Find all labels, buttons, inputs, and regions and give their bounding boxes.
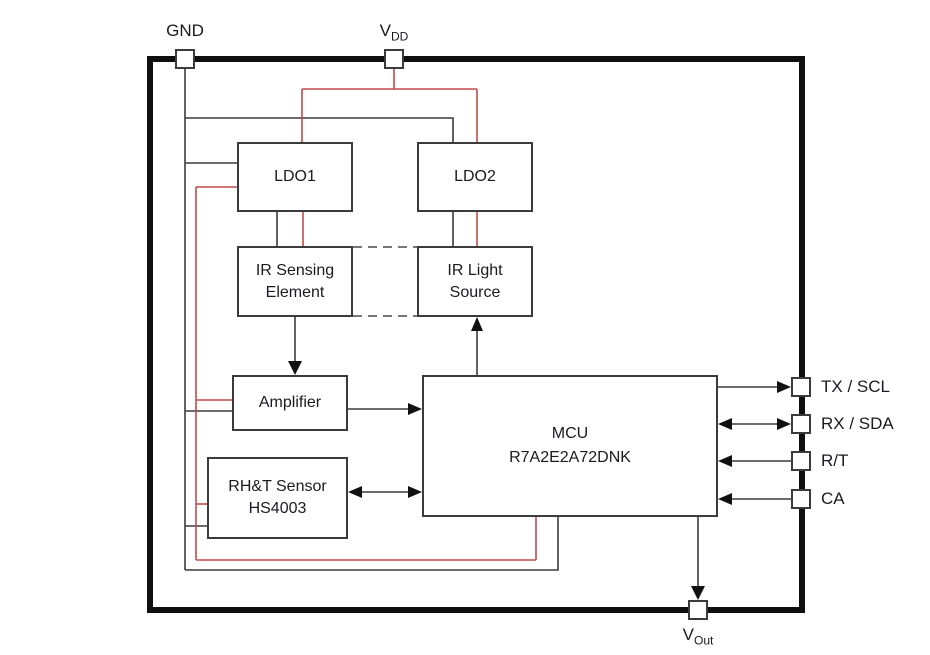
- arrow-left-rht: [348, 486, 362, 498]
- dashed-link: [353, 246, 417, 317]
- block-ldo2-label: LDO2: [454, 168, 496, 185]
- pin-vout-main: V: [682, 625, 694, 644]
- pin-vout-label: VOut: [668, 625, 728, 647]
- arrow-right-tx: [777, 381, 791, 393]
- block-mcu: MCU R7A2E2A72DNK: [422, 375, 718, 517]
- pin-rx-sda-text: RX / SDA: [821, 414, 894, 433]
- block-ldo2: LDO2: [417, 142, 533, 212]
- arrow-up-ir-light: [471, 317, 483, 331]
- arrow-left-rt-mcu: [718, 455, 732, 467]
- block-ir-sensing-line2: Element: [265, 283, 325, 301]
- block-ldo1-label: LDO1: [274, 168, 316, 185]
- block-rht-sensor: RH&T Sensor HS4003: [207, 457, 348, 539]
- pin-ca-text: CA: [821, 489, 845, 508]
- pin-tx-scl: [791, 377, 811, 397]
- pin-rt-text: R/T: [821, 451, 849, 470]
- block-amplifier: Amplifier: [232, 375, 348, 431]
- pin-vdd: [384, 49, 404, 69]
- arrow-right-rx-pin: [777, 418, 791, 430]
- power-net-wires: [195, 69, 537, 561]
- pin-tx-scl-text: TX / SCL: [821, 377, 890, 396]
- block-ir-light-line1: IR Light: [447, 261, 503, 279]
- pin-rx-sda-label: RX / SDA: [821, 414, 894, 434]
- pin-ca: [791, 489, 811, 509]
- arrow-right-mcu-from-rht: [408, 486, 422, 498]
- pin-gnd-label: GND: [150, 21, 220, 41]
- pin-rx-sda: [791, 414, 811, 434]
- pin-vout-sub: Out: [694, 633, 714, 648]
- block-mcu-line1: MCU: [551, 425, 589, 442]
- pin-gnd-text: GND: [166, 21, 204, 40]
- arrow-left-ca-mcu: [718, 493, 732, 505]
- pin-ca-label: CA: [821, 489, 845, 509]
- pin-vdd-label: VDD: [364, 21, 424, 43]
- pin-rt: [791, 451, 811, 471]
- block-ir-light-line2: Source: [449, 283, 501, 301]
- pin-vdd-sub: DD: [391, 29, 409, 44]
- block-ir-sensing-element: IR Sensing Element: [237, 246, 353, 317]
- pin-gnd: [175, 49, 195, 69]
- block-ir-light-source: IR Light Source: [417, 246, 533, 317]
- block-ir-sensing-line1: IR Sensing: [255, 261, 335, 279]
- ground-net-wires: [184, 69, 559, 571]
- block-rht-line2: HS4003: [248, 500, 307, 517]
- arrow-down-vout: [691, 586, 705, 600]
- signal-wires: [294, 317, 791, 589]
- arrow-left-rx-mcu: [718, 418, 732, 430]
- arrow-down-amplifier: [288, 361, 302, 375]
- arrowheads: [288, 317, 791, 600]
- block-mcu-line2: R7A2E2A72DNK: [509, 449, 631, 466]
- pin-tx-scl-label: TX / SCL: [821, 377, 890, 397]
- pin-vout: [688, 600, 708, 620]
- block-amplifier-label: Amplifier: [258, 394, 322, 411]
- module-boundary: [147, 56, 805, 613]
- block-ldo1: LDO1: [237, 142, 353, 212]
- block-rht-line1: RH&T Sensor: [228, 478, 327, 495]
- pin-rt-label: R/T: [821, 451, 848, 471]
- arrow-right-mcu-from-amplifier: [408, 403, 422, 415]
- pin-vdd-main: V: [379, 21, 391, 40]
